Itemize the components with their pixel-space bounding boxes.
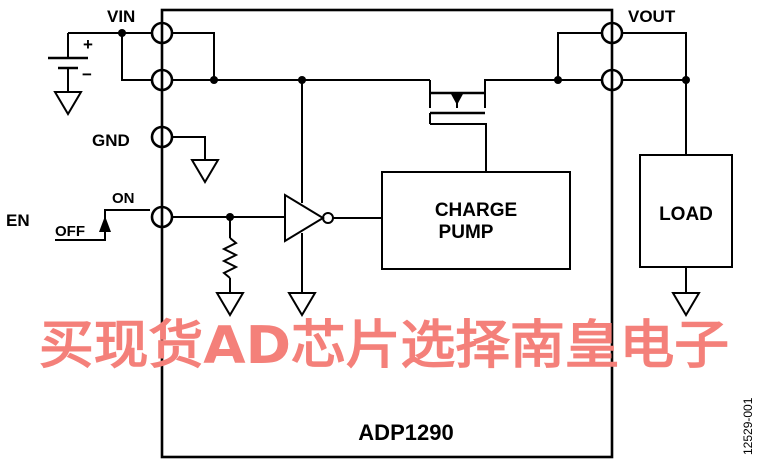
pulldown-resistor: [221, 237, 239, 279]
battery-plus-label: +: [83, 35, 93, 54]
load-ground-icon: [671, 292, 701, 317]
switch-off-label: OFF: [55, 223, 85, 240]
gnd-ground-icon: [190, 159, 220, 184]
ic-outline: [160, 8, 614, 459]
charge-pump-label-1: CHARGE: [435, 200, 517, 221]
watermark-text: 买现货AD芯片选择南皇电子: [39, 316, 729, 376]
charge-pump-label-2: PUMP: [439, 222, 494, 243]
charge-pump-block: [381, 171, 571, 270]
battery-ground-icon: [53, 91, 83, 116]
battery-minus-label: −: [82, 65, 92, 84]
switch-on-label: ON: [112, 190, 135, 207]
resistor-ground-icon: [215, 292, 245, 317]
switch-arrow-icon: [99, 216, 111, 232]
chip-name-label: ADP1290: [358, 420, 453, 445]
en-label: EN: [6, 211, 30, 230]
buffer-ground-icon: [287, 292, 317, 317]
vout-label: VOUT: [628, 7, 676, 26]
inverting-buffer: [284, 193, 325, 243]
gnd-label: GND: [92, 131, 130, 150]
figure-id-label: 12529-001: [741, 397, 755, 455]
load-label: LOAD: [659, 204, 713, 225]
mosfet-body-diode-icon: [451, 94, 463, 105]
vin-label: VIN: [107, 7, 135, 26]
